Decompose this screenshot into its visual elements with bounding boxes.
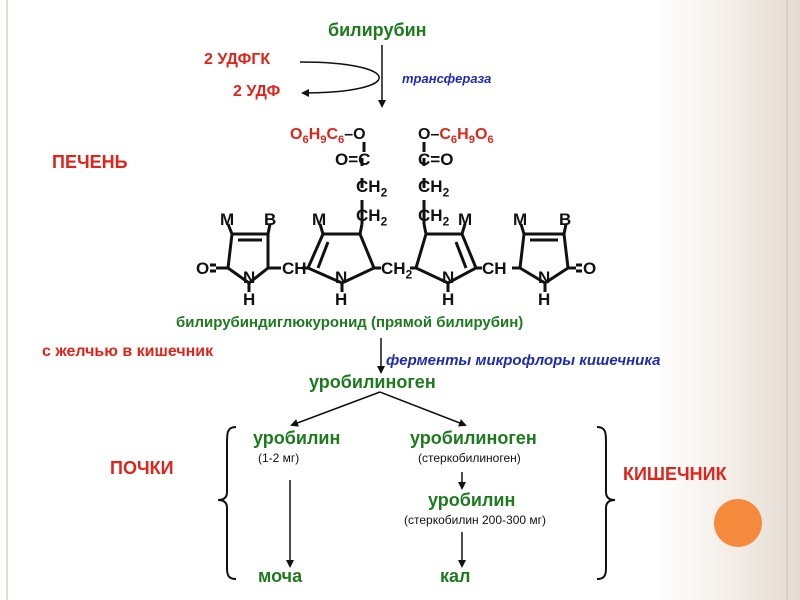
glucuronide-right: O–C6H9O6 [418, 126, 494, 147]
label-conjugate: билирубиндиглюкуронид (прямой билирубин) [176, 314, 524, 331]
methylene-bridge: CH2 [381, 259, 413, 282]
nitrogen-4: N [538, 268, 551, 287]
decorative-orange-circle [714, 499, 762, 547]
label-kidneys: ПОЧКИ [110, 458, 174, 478]
methine-right: CH [482, 259, 507, 278]
label-urobilin-left-amount: (1-2 мг) [258, 451, 300, 465]
brace-left [217, 426, 237, 580]
label-urobilin-left: уробилин [253, 428, 341, 448]
arrow-udfgk-curve [299, 61, 380, 97]
label-stercobilinogen: (стеркобилиноген) [418, 451, 521, 465]
glucuronide-left: O6H9C6–O [290, 126, 366, 147]
ch2-right-2: CH2 [418, 206, 450, 229]
label-feces: кал [440, 566, 471, 586]
arrow-branch-right [379, 391, 467, 427]
ch2-left-1: CH2 [356, 177, 388, 200]
label-urobilin-right: уробилин [428, 490, 516, 510]
hydrogen-4: H [538, 290, 551, 309]
substituent-m-2: M [312, 210, 327, 229]
methine-left: CH [282, 259, 307, 278]
substituent-m-4: M [513, 210, 528, 229]
label-udpgk: 2 УДФГК [204, 51, 271, 68]
carbonyl-right: C=O [418, 150, 454, 169]
oxygen-left: O [196, 259, 210, 278]
label-udp: 2 УДФ [233, 83, 281, 100]
arrow-branch-left [290, 391, 381, 427]
label-liver: ПЕЧЕНЬ [52, 152, 128, 172]
hydrogen-2: H [335, 290, 348, 309]
ch2-right-1: CH2 [418, 177, 450, 200]
label-bile-to-intestine: с желчью в кишечник [42, 343, 214, 360]
carbonyl-left: O=C [335, 150, 371, 169]
substituent-m-1: M [220, 210, 235, 229]
substituent-b-1: B [264, 210, 277, 229]
brace-right [596, 426, 616, 580]
label-transferase: трансфераза [402, 71, 492, 86]
label-stercobilin-amount: (стеркобилин 200-300 мг) [404, 513, 547, 527]
oxygen-right: O [583, 259, 597, 278]
tetrapyrrole-skeleton [210, 142, 582, 292]
label-urine: моча [258, 566, 303, 586]
nitrogen-2: N [335, 268, 348, 287]
substituent-m-3: M [458, 210, 473, 229]
slide-frame-left [6, 0, 8, 600]
nitrogen-3: N [442, 268, 455, 287]
label-urobilinogen-top: уробилиноген [309, 372, 436, 392]
label-urobilinogen-right: уробилиноген [410, 428, 537, 448]
ch2-left-2: CH2 [356, 206, 388, 229]
slide-frame-right [786, 0, 788, 600]
label-intestine: КИШЕЧНИК [623, 464, 727, 484]
hydrogen-1: H [243, 290, 256, 309]
substituent-b-2: B [559, 210, 572, 229]
hydrogen-3: H [442, 290, 455, 309]
label-microflora-enzymes: ферменты микрофлоры кишечника [386, 352, 661, 369]
label-bilirubin: билирубин [328, 20, 427, 40]
nitrogen-1: N [243, 268, 256, 287]
